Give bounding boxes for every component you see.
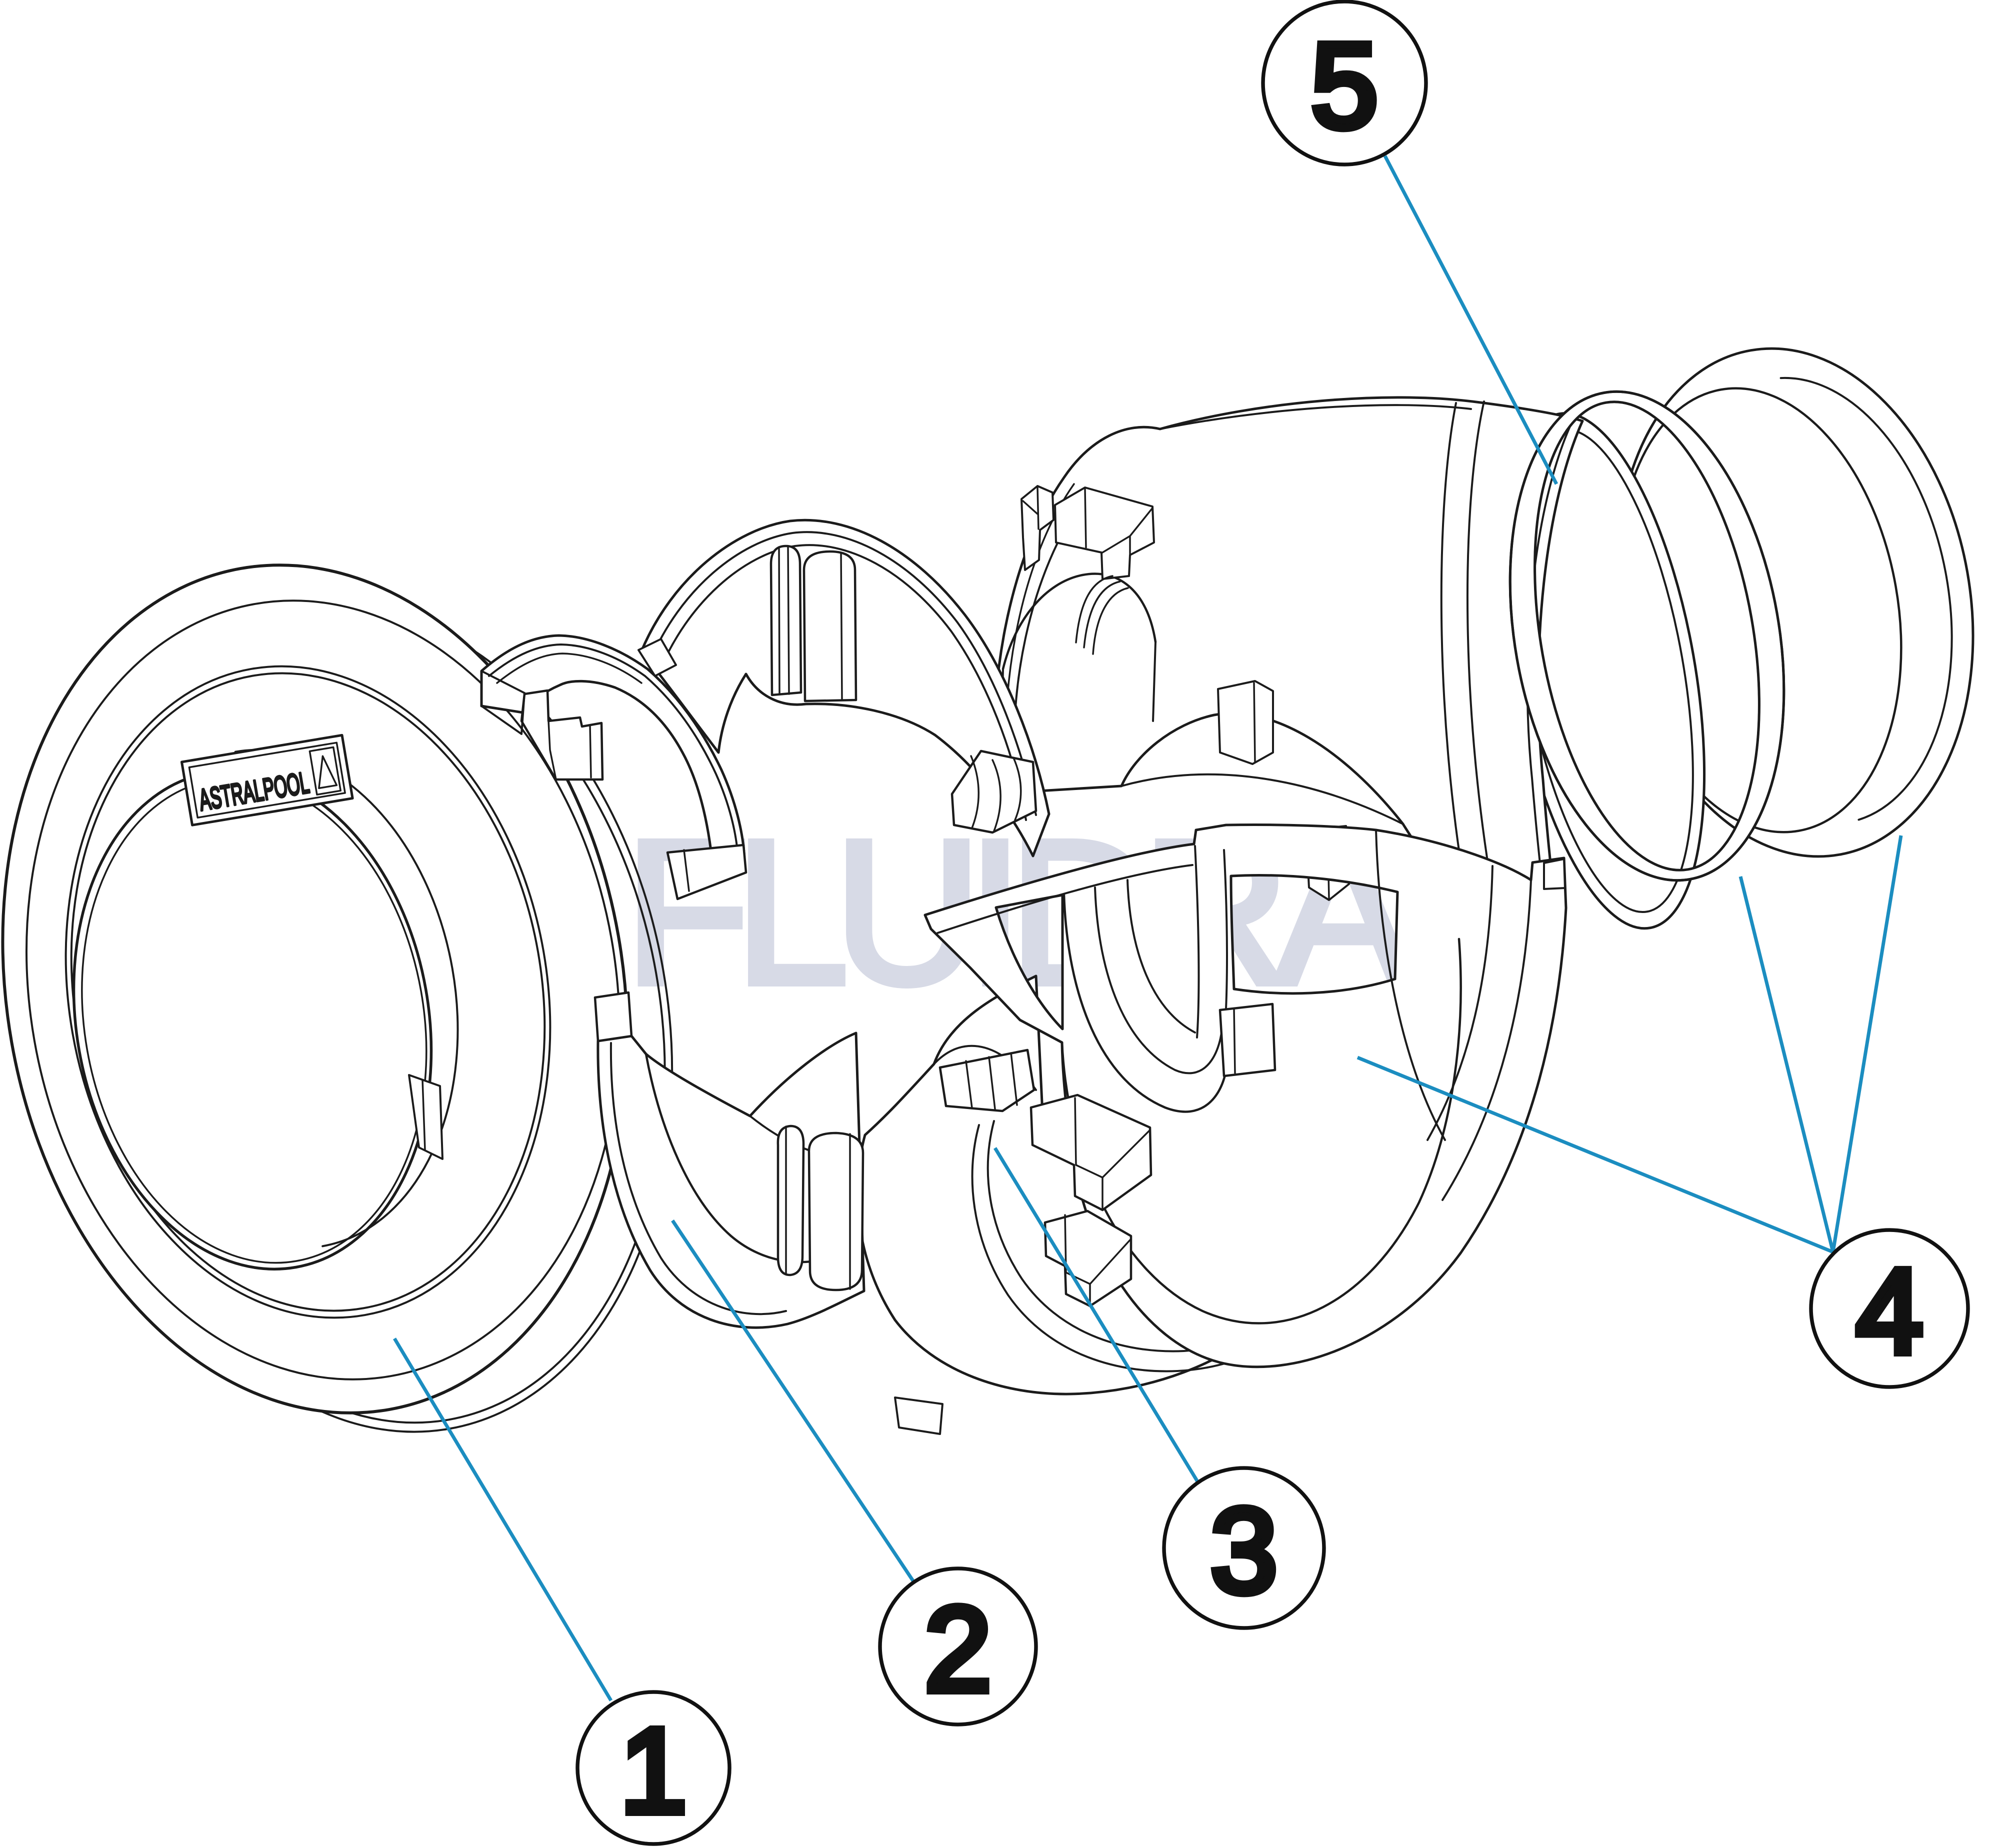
svg-text:4: 4 <box>1856 1244 1922 1378</box>
svg-text:5: 5 <box>1311 18 1378 152</box>
svg-text:2: 2 <box>924 1582 991 1716</box>
svg-text:1: 1 <box>620 1704 686 1838</box>
svg-text:3: 3 <box>1210 1484 1277 1618</box>
